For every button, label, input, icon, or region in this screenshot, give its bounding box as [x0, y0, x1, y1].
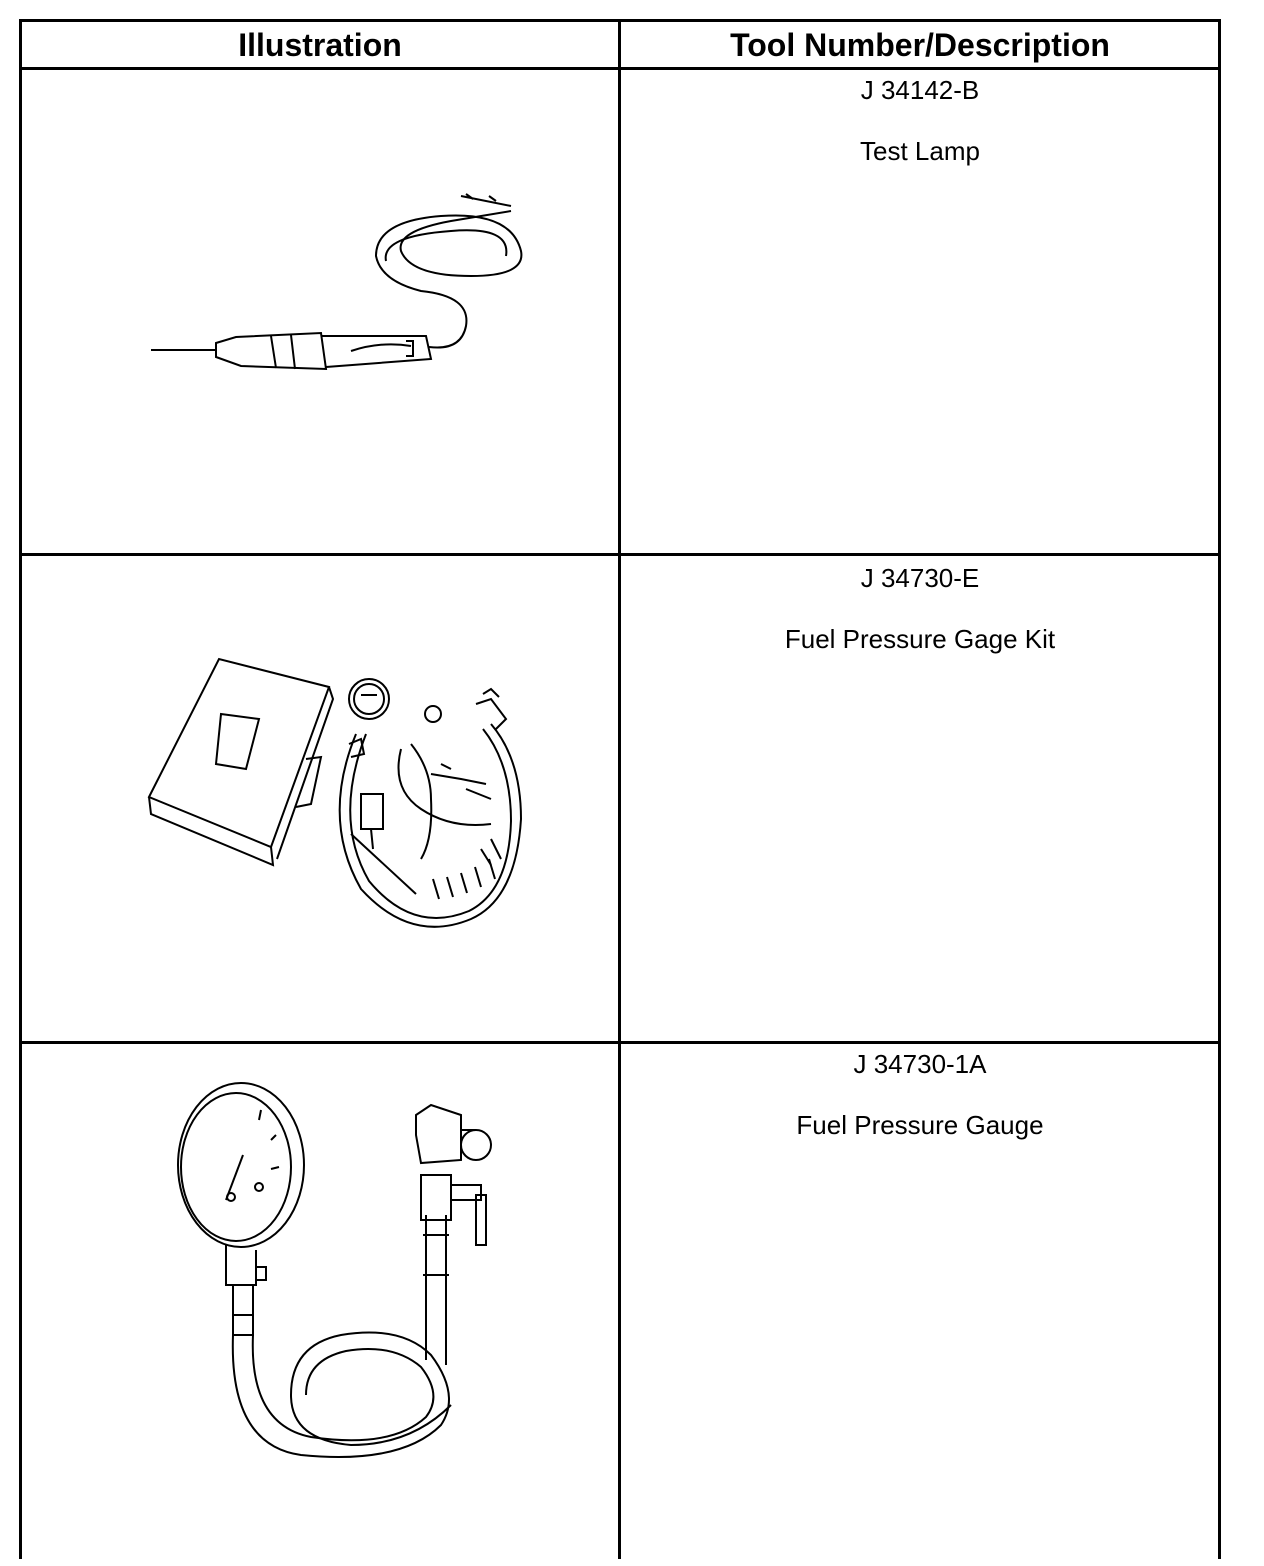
- table-row: J 34730-E Fuel Pressure Gage Kit: [621, 563, 1219, 655]
- header-divider: [19, 67, 1221, 70]
- fuel-pressure-gauge-illustration: [21, 1045, 619, 1559]
- table-border-left: [19, 19, 22, 1559]
- table-row: J 34730-1A Fuel Pressure Gauge: [621, 1049, 1219, 1141]
- row-divider: [19, 1041, 1221, 1044]
- header-tool-number-description: Tool Number/Description: [730, 26, 1110, 63]
- header-illustration: Illustration: [238, 26, 402, 63]
- tool-number: J 34730-E: [860, 563, 980, 593]
- table-border-top: [19, 19, 1221, 22]
- table-border-right: [1218, 19, 1221, 1559]
- tool-number: J 34730-1A: [853, 1049, 987, 1079]
- row-divider: [19, 553, 1221, 556]
- fuel-pressure-gage-kit-illustration: [21, 559, 619, 1039]
- table-column-divider: [618, 19, 621, 1559]
- tool-number: J 34142-B: [860, 75, 980, 105]
- tool-description: Fuel Pressure Gauge: [796, 1110, 1044, 1140]
- tool-description: Fuel Pressure Gage Kit: [784, 624, 1056, 654]
- tools-table: Illustration Tool Number/Description J 3…: [19, 19, 1221, 1559]
- test-lamp-illustration: [21, 71, 619, 551]
- table-row: J 34142-B Test Lamp: [621, 75, 1219, 167]
- tool-description: Test Lamp: [860, 136, 980, 166]
